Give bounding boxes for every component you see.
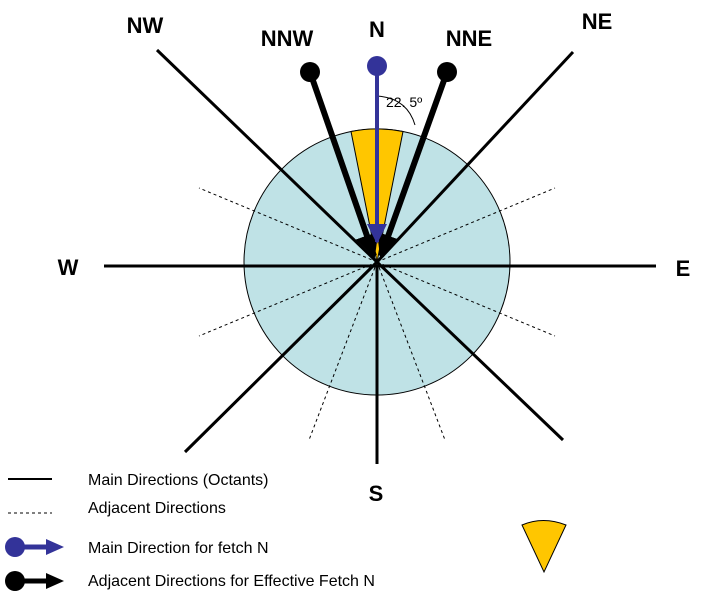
angle-label: 22. 5º bbox=[386, 94, 422, 110]
legend-adjacent-fetch-label: Adjacent Directions for Effective Fetch … bbox=[88, 573, 375, 590]
adjacent-line-wnw bbox=[198, 187, 378, 263]
label-nne: NNE bbox=[446, 26, 492, 51]
legend-fetch-sector-swatch bbox=[521, 520, 567, 574]
arrow-nnw-tail-dot bbox=[300, 62, 320, 82]
legend: Main Directions (Octants) Adjacent Direc… bbox=[5, 472, 567, 591]
main-line-nw bbox=[155, 48, 379, 264]
adjacent-line-ese bbox=[376, 261, 556, 337]
main-fetch-arrow bbox=[367, 56, 387, 244]
arrow-nne-tail-dot bbox=[437, 62, 457, 82]
arrow-n-tail-dot bbox=[367, 56, 387, 76]
adjacent-line-wsw bbox=[198, 261, 378, 337]
label-nw: NW bbox=[127, 13, 164, 38]
adjacent-line-ssw bbox=[308, 261, 378, 441]
label-w: W bbox=[58, 255, 79, 280]
legend-adjacent-fetch-swatch bbox=[5, 571, 64, 591]
main-directions bbox=[104, 48, 656, 464]
label-n: N bbox=[369, 17, 385, 42]
arrow-nnw bbox=[307, 71, 379, 259]
legend-main-fetch-label: Main Direction for fetch N bbox=[88, 540, 269, 557]
label-ne: NE bbox=[582, 9, 613, 34]
adjacent-line-ene bbox=[376, 187, 556, 263]
main-line-se bbox=[375, 260, 565, 442]
angle-arc bbox=[376, 95, 416, 126]
adjacent-fetch-arrows bbox=[300, 62, 457, 259]
label-s: S bbox=[369, 481, 384, 506]
label-nnw: NNW bbox=[261, 26, 314, 51]
main-line-sw bbox=[183, 260, 379, 454]
adjacent-line-sse bbox=[376, 261, 446, 441]
main-line-ne bbox=[375, 50, 575, 264]
legend-main-fetch-swatch bbox=[5, 537, 64, 557]
arrow-nne bbox=[376, 70, 450, 259]
legend-adjacent-directions-label: Adjacent Directions bbox=[88, 500, 226, 517]
adjacent-directions bbox=[198, 187, 556, 441]
label-e: E bbox=[676, 256, 691, 281]
legend-main-directions-label: Main Directions (Octants) bbox=[88, 472, 269, 489]
